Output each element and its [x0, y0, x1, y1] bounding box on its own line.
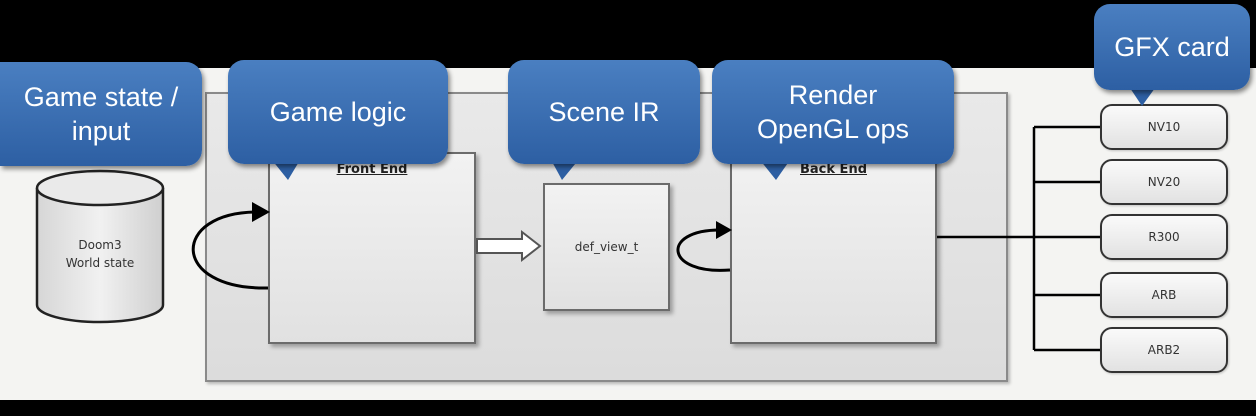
- bottom-bar: [0, 400, 1256, 416]
- card-arb2: ARB2: [1100, 327, 1228, 373]
- back-end-box: Back End: [730, 152, 937, 344]
- input-loop-arrow: [191, 210, 269, 290]
- callout-gfx-card: GFX card: [1094, 4, 1250, 90]
- callout-render: Render OpenGL ops: [712, 60, 954, 164]
- backend-arrowhead: [716, 221, 732, 239]
- front-to-ir-arrow: [476, 229, 542, 263]
- def-view-label: def_view_t: [574, 240, 639, 254]
- card-r300: R300: [1100, 214, 1228, 260]
- callout-scene-ir: Scene IR: [508, 60, 700, 164]
- def-view-box: def_view_t: [543, 183, 670, 311]
- front-end-box: Front End: [268, 152, 476, 344]
- card-arb: ARB: [1100, 272, 1228, 318]
- card-nv20: NV20: [1100, 159, 1228, 205]
- input-arrowhead: [252, 202, 270, 222]
- front-end-title: Front End: [336, 162, 408, 177]
- callout-game-logic: Game logic: [228, 60, 448, 164]
- callout-game-state: Game state / input: [0, 62, 202, 166]
- back-end-title: Back End: [800, 162, 867, 177]
- database-label-line2: World state: [65, 256, 135, 270]
- card-nv10: NV10: [1100, 104, 1228, 150]
- database-label-line1: Doom3: [78, 238, 122, 252]
- ir-loop-arrow: [676, 228, 731, 272]
